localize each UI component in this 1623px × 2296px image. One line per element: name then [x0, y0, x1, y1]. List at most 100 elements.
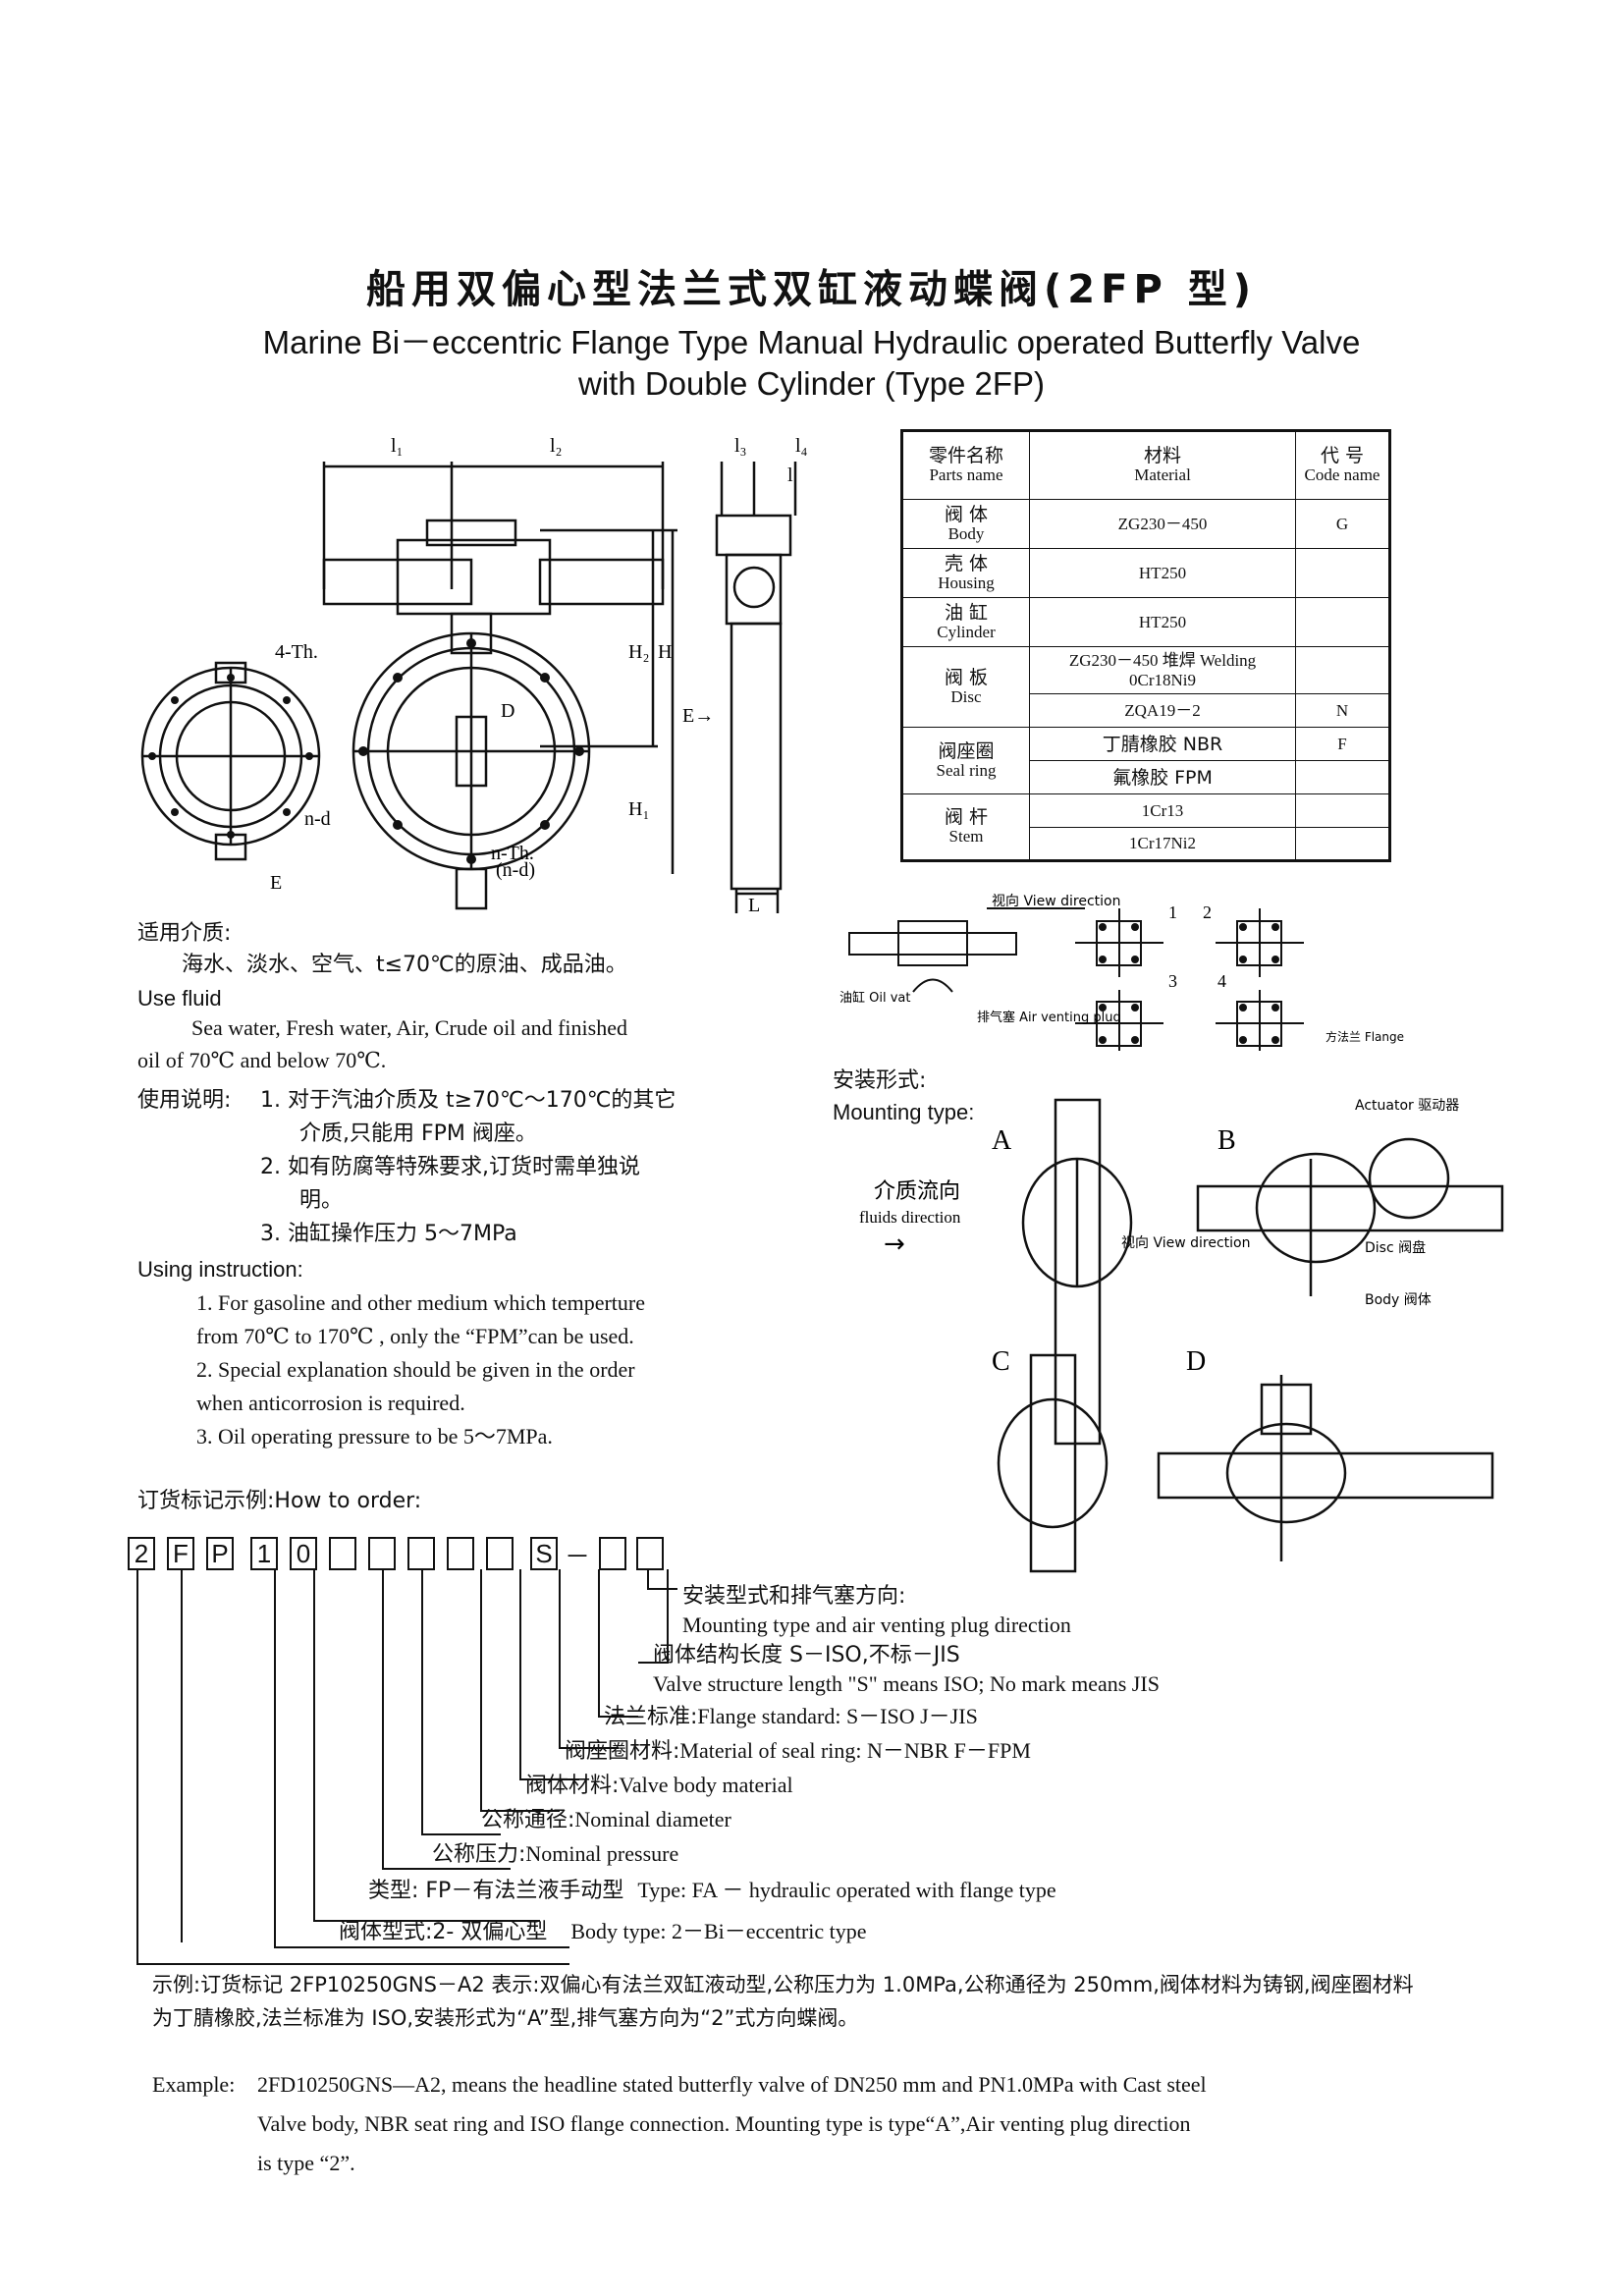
row-disc-code-2: N [1295, 693, 1390, 728]
row-stem-code-1 [1295, 793, 1390, 828]
order-box-13 [636, 1537, 664, 1570]
venting-air-plug: 排气塞 Air venting plug [977, 1010, 1121, 1025]
mounting-view-direction: 视向 View direction [1121, 1235, 1250, 1251]
mounting-letter-b: B [1217, 1125, 1236, 1156]
row-cylinder-material: HT250 [1029, 597, 1296, 647]
instr-cn-4: 明。 [299, 1188, 344, 1213]
instr-en-3: 2. Special explanation should be given i… [196, 1357, 635, 1382]
mounting-disc: Disc 阀盘 [1365, 1239, 1426, 1256]
mounting-fluid-dir-en: fluids direction [859, 1208, 961, 1227]
order-box-1: 2 [128, 1537, 155, 1570]
label-nth: n-Th. [491, 843, 534, 864]
row-disc-material-2: ZQA19－2 [1029, 693, 1296, 728]
row-disc-code-1 [1295, 646, 1390, 694]
example-en-label: Example: [152, 2072, 236, 2097]
venting-flange: 方法兰 Flange [1325, 1029, 1404, 1044]
instr-en-1: 1. For gasoline and other medium which t… [196, 1290, 645, 1315]
instr-cn-2: 介质,只能用 FPM 阀座。 [299, 1121, 537, 1146]
row-housing-code [1295, 548, 1390, 598]
mounting-letter-a: A [992, 1125, 1012, 1156]
instr-cn-5: 3. 油缸操作压力 5～7MPa [260, 1222, 517, 1246]
mounting-actuator: Actuator 驱动器 [1355, 1098, 1459, 1114]
venting-diagram: 视向 View direction 1 2 3 4 油缸 Oil vat 排气塞… [839, 894, 1404, 1051]
label-nd: n-d [304, 808, 331, 830]
row-seal-material-2: 氟橡胶 FPM [1029, 760, 1296, 794]
example-en-2: Valve body, NBR seat ring and ISO flange… [257, 2111, 1191, 2136]
order-heading: 订货标记示例:How to order: [137, 1489, 422, 1513]
label-e-arrow: E→ [682, 705, 714, 727]
order-box-s: S [530, 1537, 558, 1570]
order-box-6 [329, 1537, 356, 1570]
label-L: L [748, 895, 760, 916]
title-cn: 船用双偏心型法兰式双缸液动蝶阀(2FP 型) [366, 267, 1257, 312]
example-en-1: 2FD10250GNS—A2, means the headline state… [257, 2072, 1207, 2097]
mounting-fluid-dir-cn: 介质流向 [874, 1179, 960, 1204]
label-nth-sub: (n-d) [496, 859, 535, 881]
order-leader-lines [136, 1569, 677, 1965]
fluid-text-en-2: oil of 70℃ and below 70℃. [137, 1048, 387, 1072]
instr-heading-en: Using instruction: [137, 1257, 303, 1282]
example-en-3: is type “2”. [257, 2151, 355, 2175]
label-l1: l₁ [391, 435, 404, 457]
label-l: l [787, 465, 793, 486]
order-box-2: F [167, 1537, 194, 1570]
fluid-text-en-1: Sea water, Fresh water, Air, Crude oil a… [191, 1015, 627, 1040]
fluid-heading-en: Use fluid [137, 986, 222, 1011]
mounting-body: Body 阀体 [1365, 1292, 1432, 1308]
mounting-letter-c: C [992, 1346, 1010, 1377]
order-line-1: 安装型式和排气塞方向: [682, 1584, 906, 1609]
order-line-7: 阀体材料:Valve body material [525, 1773, 793, 1798]
row-seal-code-1: F [1295, 727, 1390, 761]
order-line-9: 公称压力:Nominal pressure [432, 1841, 679, 1867]
order-line-4: Valve structure length "S" means ISO; No… [653, 1671, 1160, 1696]
mounting-heading-en: Mounting type: [833, 1100, 975, 1124]
row-stem-code-2 [1295, 827, 1390, 861]
row-stem-material-2: 1Cr17Ni2 [1029, 827, 1296, 861]
instr-heading-cn: 使用说明: [137, 1088, 232, 1113]
valve-drawing: l₁ l₂ l₃ l₄ l 4-Th. n-d n-Th. (n-d) E E→… [140, 435, 808, 916]
label-l3: l₃ [734, 435, 747, 457]
order-line-2: Mounting type and air venting plug direc… [682, 1613, 1071, 1637]
row-seal-material-1: 丁腈橡胶 NBR [1029, 727, 1296, 761]
row-body-code: G [1295, 499, 1390, 549]
fluid-heading-cn: 适用介质: [137, 921, 232, 946]
label-l2: l₂ [550, 435, 563, 457]
order-box-4: 1 [250, 1537, 278, 1570]
order-box-7 [368, 1537, 396, 1570]
label-e-bottom: E [270, 872, 282, 894]
mounting-heading-cn: 安装形式: [833, 1068, 927, 1093]
row-disc-material-1: ZG230－450 堆焊 Welding 0Cr18Ni9 [1029, 646, 1296, 694]
order-box-3: P [206, 1537, 234, 1570]
instr-en-2: from 70℃ to 170℃ , only the “FPM”can be … [196, 1324, 634, 1348]
mounting-letter-d: D [1186, 1346, 1206, 1377]
row-seal-code-2 [1295, 760, 1390, 794]
label-h2: H₂ [628, 641, 649, 663]
title-en-line1: Marine Bi－eccentric Flange Type Manual H… [262, 324, 1361, 360]
row-stem-material-1: 1Cr13 [1029, 793, 1296, 828]
row-body-material: ZG230－450 [1029, 499, 1296, 549]
instr-en-4: when anticorrosion is required. [196, 1391, 465, 1415]
order-line-6: 阀座圈材料:Material of seal ring: N－NBR F－FPM [565, 1738, 1031, 1764]
mounting-diagrams: A B C D 介质流向 fluids direction → 视向 View … [859, 1098, 1504, 1573]
label-l4: l₄ [795, 435, 808, 457]
order-line-8: 公称通径:Nominal diameter [481, 1807, 731, 1832]
venting-num-3: 3 [1168, 971, 1177, 991]
row-cylinder-code [1295, 597, 1390, 647]
instr-cn-3: 2. 如有防腐等特殊要求,订货时需单独说 [260, 1155, 640, 1179]
venting-num-4: 4 [1217, 971, 1226, 991]
venting-view-direction: 视向 View direction [992, 894, 1120, 909]
svg-text:→: → [884, 1230, 905, 1259]
order-box-8 [407, 1537, 435, 1570]
order-line-5: 法兰标准:Flange standard: S－ISO J－JIS [604, 1704, 978, 1729]
